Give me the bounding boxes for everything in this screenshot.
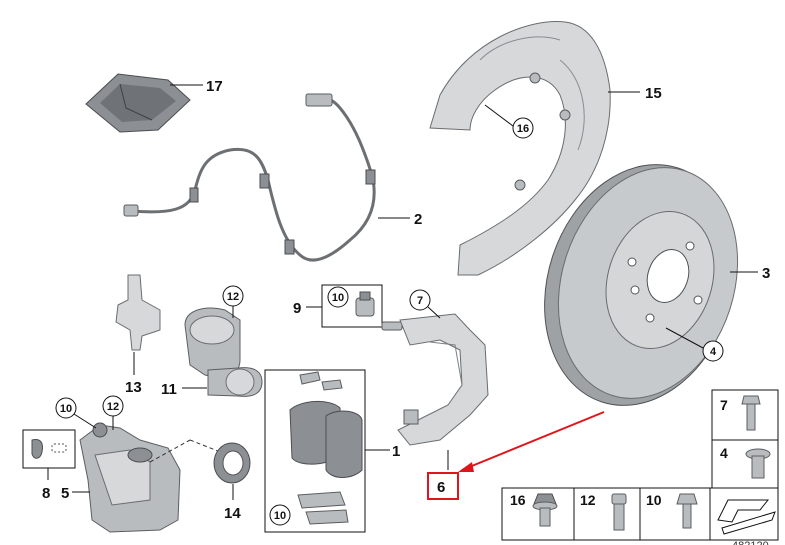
table-label-4: 4 (720, 445, 728, 461)
guide-bushing (355, 291, 375, 317)
mount-line (149, 439, 191, 463)
part-6-caliper-carrier (397, 313, 489, 446)
table-label-12: 12 (580, 492, 596, 508)
bolt-12-icon (611, 493, 627, 531)
label-13: 13 (125, 379, 142, 396)
label-9: 9 (293, 300, 301, 317)
label-14: 14 (224, 505, 241, 522)
label-3: 3 (762, 265, 770, 282)
label-10-kit: 10 (332, 292, 344, 304)
label-17: 17 (206, 78, 223, 95)
part-13-bracket (115, 274, 161, 351)
label-10-pads: 10 (274, 510, 286, 522)
label-10-caliper: 10 (60, 403, 72, 415)
table-label-10: 10 (646, 492, 662, 508)
label-5: 5 (61, 485, 69, 502)
guide-pin (381, 321, 403, 331)
part-11-actuator-motor (184, 307, 263, 397)
label-7-callout: 7 (417, 295, 423, 307)
bolt-10-icon (676, 493, 698, 529)
part-17-grease-packet (85, 73, 191, 133)
red-pointer-arrow (458, 411, 605, 472)
table-label-16: 16 (510, 492, 526, 508)
label-6: 6 (437, 479, 445, 496)
footer-code: 482120 (732, 540, 769, 545)
part-15-dust-shield (429, 21, 611, 276)
part-2-wear-sensor (123, 93, 376, 262)
part-8-repair-kit (31, 439, 67, 459)
label-12-caliper: 12 (107, 401, 119, 413)
bolt-4-icon (745, 448, 771, 479)
label-15: 15 (645, 85, 662, 102)
kit-8-box (22, 429, 76, 469)
part-1-brake-pads (289, 371, 363, 525)
arrow-symbol-icon (717, 499, 776, 535)
part-5-caliper (79, 422, 181, 533)
highlight-box-6 (427, 472, 459, 500)
kit-9-box (321, 284, 383, 328)
label-16-on-shield: 16 (517, 123, 529, 135)
label-12-motor: 12 (227, 291, 239, 303)
part-3-brake-disc (544, 164, 739, 406)
bolt-7-icon (741, 395, 761, 431)
label-2: 2 (414, 211, 422, 228)
part-14-seal-ring (213, 442, 251, 484)
label-1: 1 (392, 443, 400, 460)
pads-box (264, 369, 366, 533)
table-label-7: 7 (720, 397, 728, 413)
label-11: 11 (161, 381, 177, 398)
label-4-on-disc: 4 (710, 346, 717, 358)
label-8: 8 (42, 485, 50, 502)
bolt-16-icon (532, 493, 558, 527)
